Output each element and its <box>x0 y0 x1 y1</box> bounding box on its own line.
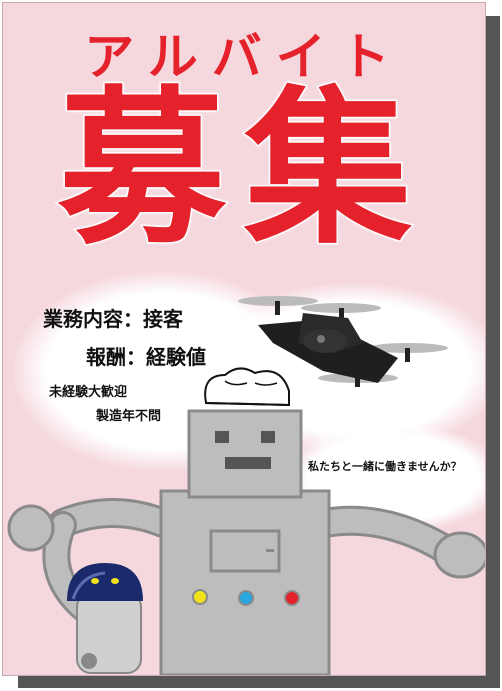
drone-icon <box>238 296 448 387</box>
invitation-text: 私たちと一緒に働きませんか？ <box>308 460 462 473</box>
recruitment-poster: アルバイト 募集 <box>2 2 486 676</box>
reward-text: 報酬：経験値 <box>86 345 206 369</box>
illustration-layer <box>7 296 485 675</box>
small-robot-icon <box>67 563 143 674</box>
chef-hat-icon <box>204 367 290 407</box>
title-arubaito: アルバイト <box>84 28 404 86</box>
duty-text: 業務内容：接客 <box>43 307 183 331</box>
year-limit-text: 製造年不問 <box>96 409 162 424</box>
no-experience-text: 未経験大歓迎 <box>49 385 128 400</box>
title-boshu: 募集 <box>57 69 430 267</box>
robot-icon <box>159 409 331 675</box>
